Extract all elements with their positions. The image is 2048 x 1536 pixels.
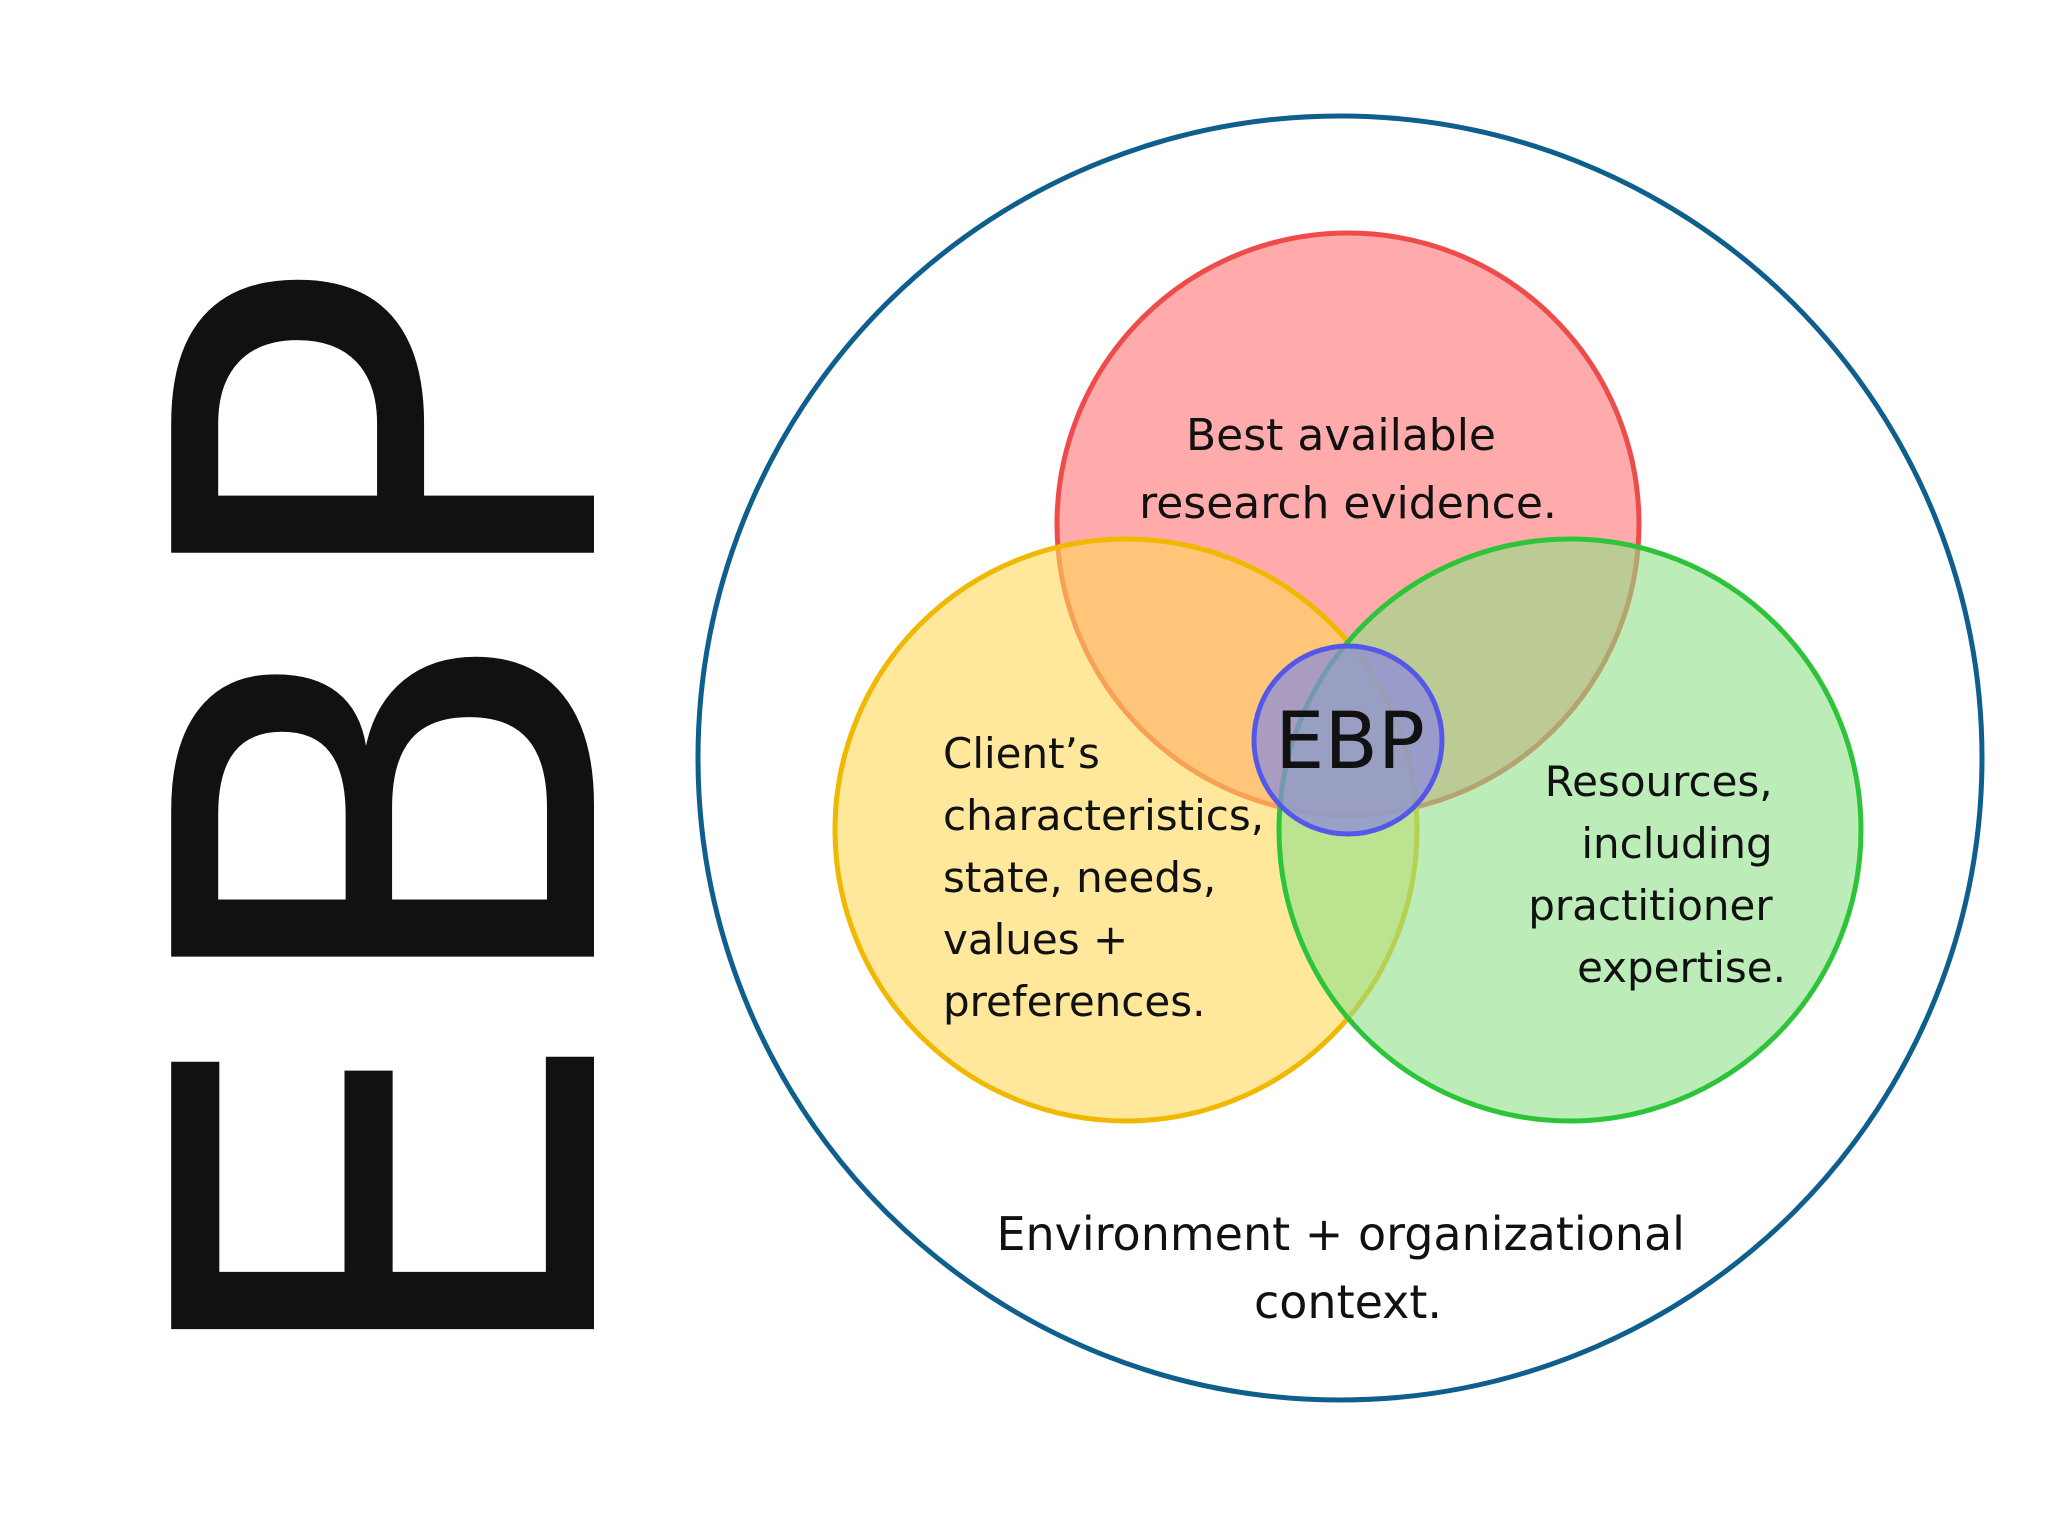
client-label-line: values + xyxy=(943,915,1128,964)
center-ebp-circle xyxy=(1251,643,1445,837)
environment-label-line: context. xyxy=(1254,1275,1442,1329)
research-label-line: Best available xyxy=(1186,410,1496,461)
research-evidence-label: Best available research evidence. xyxy=(1139,410,1557,529)
environment-context-label: Environment + organizational context. xyxy=(996,1207,1699,1329)
client-label-line: preferences. xyxy=(943,977,1205,1026)
resources-label: Resources, including practitioner expert… xyxy=(1528,757,1786,992)
outer-context-circle xyxy=(695,113,1985,1403)
resources-label-line: including xyxy=(1581,819,1772,868)
resources-label-line: practitioner xyxy=(1528,881,1773,930)
resources-label-line: expertise. xyxy=(1577,943,1786,992)
client-characteristics-label: Client’s characteristics, state, needs, … xyxy=(943,729,1278,1026)
research-label-line: research evidence. xyxy=(1139,478,1557,529)
environment-label-line: Environment + organizational xyxy=(996,1207,1685,1261)
client-label-line: state, needs, xyxy=(943,853,1216,902)
side-title: EBP xyxy=(56,254,731,1386)
client-label-line: Client’s xyxy=(943,729,1100,778)
client-label-line: characteristics, xyxy=(943,791,1264,840)
center-ebp-label: EBP xyxy=(1275,697,1425,787)
resources-label-line: Resources, xyxy=(1545,757,1773,806)
